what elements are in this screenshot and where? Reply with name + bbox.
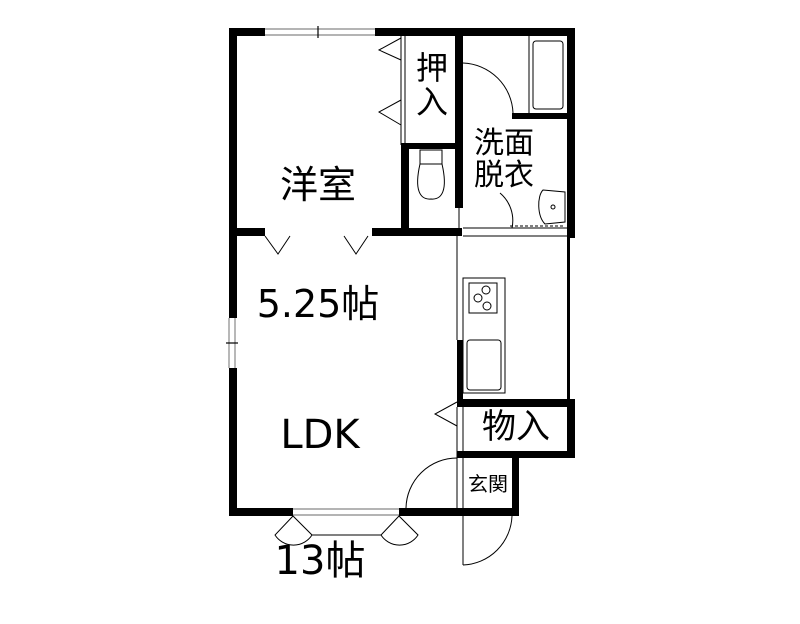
closet-door-icons	[264, 37, 458, 427]
stove-burner-icon	[482, 301, 492, 311]
room-name: 洋室	[279, 162, 356, 207]
room-size: 5.25帖	[256, 282, 380, 327]
floor-plan	[226, 26, 575, 566]
thin-lines	[400, 36, 567, 508]
washbasin-icon	[510, 189, 566, 227]
windows	[226, 26, 399, 516]
walls	[229, 28, 575, 516]
door-swing-icons	[274, 62, 514, 566]
kitchen-counter-icon	[462, 277, 506, 394]
stove-burner-icon	[473, 293, 483, 303]
room-label-western: 洋室 5.25帖	[248, 86, 388, 365]
bathtub-icon	[532, 40, 564, 110]
room-label-storage: 物入	[482, 407, 550, 447]
toilet-icon	[417, 149, 445, 200]
room-label-entrance: 玄関	[468, 472, 508, 496]
sink-icon	[466, 339, 502, 391]
stove-burner-icon	[481, 285, 491, 295]
room-size: 13帖	[274, 538, 366, 584]
room-label-ldk: LDK 13帖	[250, 330, 390, 624]
room-label-washroom: 洗面 脱衣	[474, 126, 534, 193]
room-name: LDK	[280, 412, 360, 458]
room-label-closet: 押 入	[415, 49, 448, 121]
